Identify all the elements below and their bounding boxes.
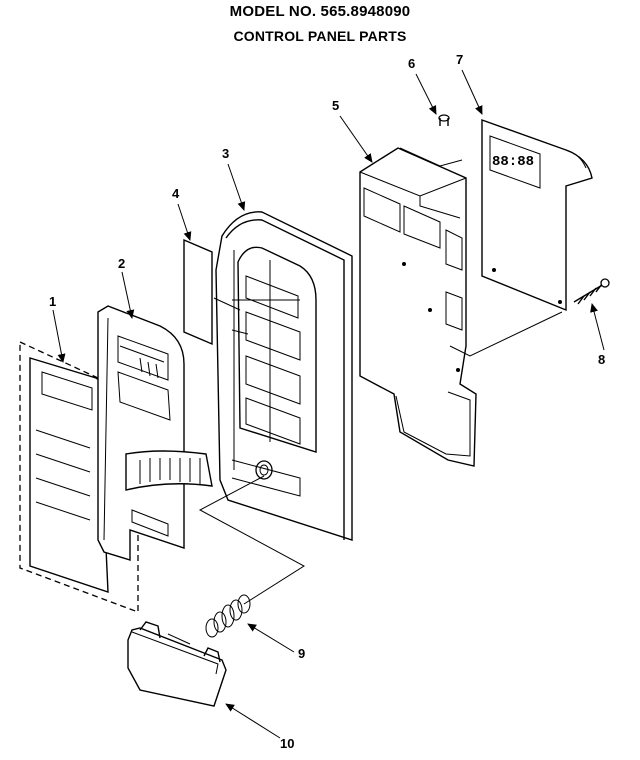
callout-5-label: 5 [332, 98, 339, 113]
callout-4: 4 [172, 186, 192, 241]
part-9-spring [205, 594, 251, 638]
callout-4-label: 4 [172, 186, 180, 201]
callout-6-label: 6 [408, 56, 415, 71]
part-1-control-panel-overlay [19, 340, 139, 613]
part-3-control-panel-frame [215, 211, 353, 541]
part-5-circuit-bracket [359, 147, 477, 467]
callout-3-label: 3 [222, 146, 229, 161]
callout-8: 8 [590, 303, 605, 367]
callout-2: 2 [118, 256, 135, 319]
callout-7: 7 [456, 52, 483, 115]
callout-1: 1 [49, 294, 66, 363]
part-2-keyboard-frame [97, 305, 213, 561]
callout-9-label: 9 [298, 646, 305, 661]
callout-8-label: 8 [598, 352, 605, 367]
callout-10: 10 [225, 703, 294, 751]
part-8-screw [573, 278, 610, 305]
callout-9: 9 [247, 623, 305, 661]
callout-3: 3 [222, 146, 246, 211]
part-6-screw [438, 114, 450, 126]
diagram-subtitle: CONTROL PANEL PARTS [233, 28, 407, 44]
callout-1-label: 1 [49, 294, 56, 309]
callout-10-label: 10 [280, 736, 294, 751]
display-readout: 88:88 [492, 154, 534, 170]
part-7-display-board: 88:88 [481, 119, 593, 312]
part-4-label [183, 238, 213, 346]
callout-6: 6 [408, 56, 437, 115]
callout-2-label: 2 [118, 256, 125, 271]
part-10-door-release-button [127, 621, 227, 707]
model-number-title: MODEL NO. 565.8948090 [229, 3, 411, 20]
callout-5: 5 [332, 98, 373, 163]
assembly-guide-lines [198, 297, 563, 605]
callout-7-label: 7 [456, 52, 463, 67]
